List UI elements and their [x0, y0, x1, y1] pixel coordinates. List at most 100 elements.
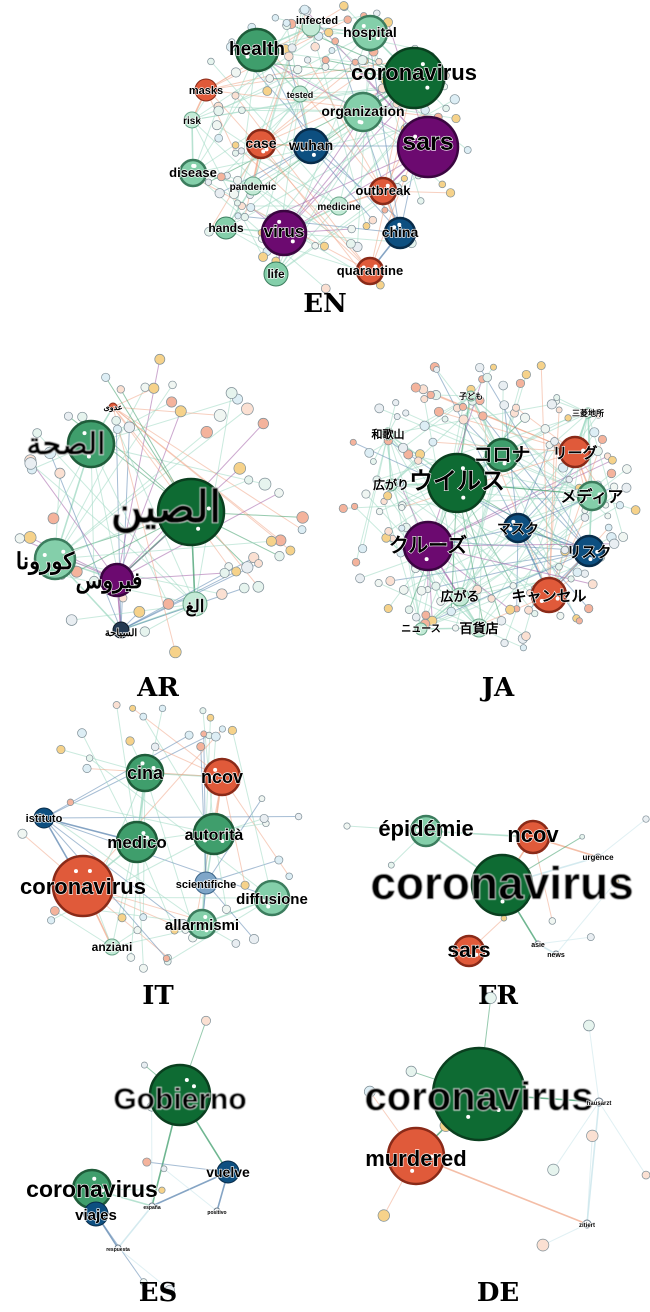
leaf-node	[262, 86, 273, 96]
node-label: coronavirus	[20, 874, 146, 899]
leaf-node	[374, 579, 383, 588]
node-dot	[261, 149, 266, 154]
leaf-edge	[369, 46, 401, 234]
leaf-node	[204, 178, 213, 186]
leaf-edge	[260, 61, 380, 145]
node-light	[33, 537, 77, 581]
node-label: hausarzt	[587, 1101, 612, 1107]
leaf-node	[478, 411, 488, 421]
leaf-node	[553, 394, 561, 401]
node-labels: 子ども三菱地所和歌山コロナリーグ広がりウイルスメディアマスククルーズリスク広がる…	[371, 390, 624, 636]
node-label: 三菱地所	[572, 408, 604, 418]
node-red	[515, 819, 551, 855]
leaf-node	[304, 56, 312, 64]
leaf-node	[433, 406, 444, 417]
leaf-node	[594, 410, 603, 419]
leaf-node	[324, 27, 334, 38]
leaf-node	[169, 645, 182, 659]
leaf-node	[338, 503, 348, 513]
node-mid	[484, 437, 520, 473]
leaf-edge	[387, 403, 552, 435]
leaf-edge	[598, 1101, 647, 1176]
leaf-edge	[112, 406, 176, 653]
node-light	[263, 261, 289, 287]
node-white	[114, 1244, 122, 1252]
leaf-node	[609, 482, 619, 492]
node-blue	[33, 807, 55, 829]
node-dot	[420, 62, 425, 67]
leaf-node	[319, 241, 329, 251]
node-label: allarmismi	[165, 917, 239, 934]
leaf-node	[237, 147, 245, 155]
leaf-node	[162, 598, 175, 610]
node-label: メディア	[561, 487, 624, 506]
node-label: coronavirus	[365, 1075, 594, 1119]
node-dot	[206, 506, 211, 511]
leaf-edge	[369, 150, 416, 272]
node-label: quarantine	[337, 263, 403, 278]
leaf-node	[618, 532, 629, 542]
leaf-edge	[552, 1101, 600, 1171]
leaf-node	[221, 904, 231, 914]
node-label: virus	[264, 222, 305, 241]
leaf-node	[274, 488, 284, 498]
leaf-node	[451, 113, 461, 124]
leaf-node	[23, 531, 37, 544]
node-dot	[243, 51, 248, 56]
leaf-node	[608, 455, 617, 465]
node-red	[202, 757, 242, 797]
leaf-node	[117, 913, 127, 923]
node-pale	[450, 587, 470, 607]
leaf-node	[77, 728, 87, 738]
leaf-edge	[90, 398, 238, 445]
leaf-edge	[54, 540, 272, 560]
leaf-node	[393, 413, 401, 420]
leaf-node	[89, 575, 100, 586]
leaf-edge	[384, 434, 422, 630]
node-dot	[500, 899, 505, 904]
leaf-node	[246, 203, 256, 212]
node-label: coronavirus	[351, 60, 477, 85]
leaf-node	[572, 567, 583, 578]
node-label: épidémie	[378, 816, 473, 841]
node-light	[351, 14, 389, 52]
leaf-node	[174, 405, 187, 418]
leaf-edge	[540, 365, 550, 596]
leaf-edge	[192, 51, 374, 174]
node-label: الصحة	[27, 428, 106, 461]
node-dot	[151, 766, 156, 771]
node-dot	[361, 265, 366, 270]
node-dark	[470, 853, 534, 917]
edge	[117, 1205, 153, 1249]
node-pale	[414, 622, 428, 636]
leaf-node	[536, 1238, 550, 1252]
leaf-edge	[260, 59, 363, 145]
leaf-edge	[378, 582, 480, 629]
node-dot	[203, 838, 208, 843]
leaf-node	[282, 18, 291, 27]
leaf-node	[410, 382, 421, 393]
node-dot	[184, 1077, 189, 1082]
leaf-node	[310, 42, 320, 52]
node-label: respuesta	[106, 1247, 130, 1253]
leaf-edge	[390, 484, 606, 506]
panel-caption: DE	[477, 1278, 519, 1308]
leaf-edge	[260, 84, 397, 145]
node-dark	[431, 1046, 527, 1142]
leaf-edge	[117, 1247, 171, 1291]
node-label: zitiert	[579, 1223, 595, 1229]
leaf-node	[343, 15, 352, 24]
leaf-node	[101, 372, 111, 382]
leaf-node	[234, 212, 242, 220]
leaf-edge	[401, 451, 576, 508]
leaf-node	[375, 57, 383, 66]
node-label: outbreak	[356, 183, 412, 198]
node-label: diffusione	[236, 891, 308, 908]
leaf-node	[213, 105, 224, 116]
leaf-node	[233, 462, 247, 475]
node-label: news	[547, 952, 565, 959]
leaf-node	[417, 197, 425, 205]
